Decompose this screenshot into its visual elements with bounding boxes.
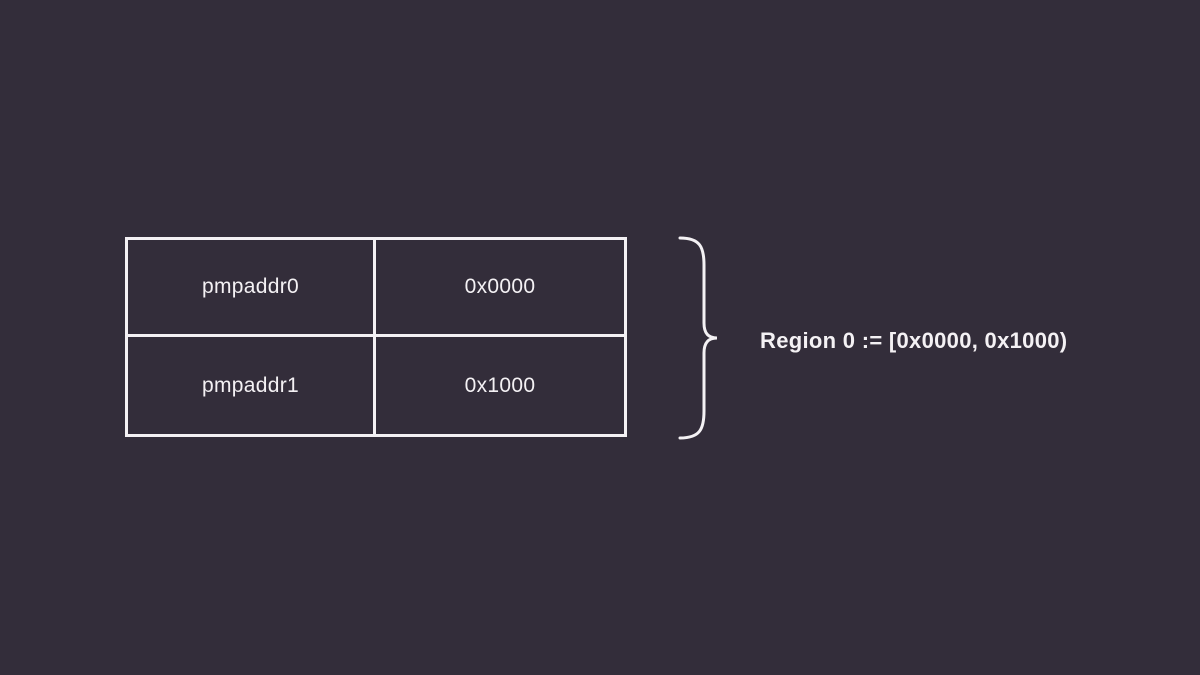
register-name-cell: pmpaddr1 (128, 337, 376, 434)
pmp-register-table: pmpaddr0 0x0000 pmpaddr1 0x1000 (125, 237, 627, 437)
register-value-label: 0x1000 (464, 373, 536, 397)
register-name-label: pmpaddr0 (202, 275, 299, 298)
register-value-cell: 0x0000 (376, 240, 624, 337)
register-name-label: pmpaddr1 (202, 373, 299, 397)
region-annotation: Region 0 := [0x0000, 0x1000) (760, 328, 1068, 353)
register-name-cell: pmpaddr0 (128, 240, 376, 337)
register-value-label: 0x0000 (464, 275, 536, 298)
register-value-cell: 0x1000 (376, 337, 624, 434)
right-curly-brace-icon (678, 236, 718, 440)
